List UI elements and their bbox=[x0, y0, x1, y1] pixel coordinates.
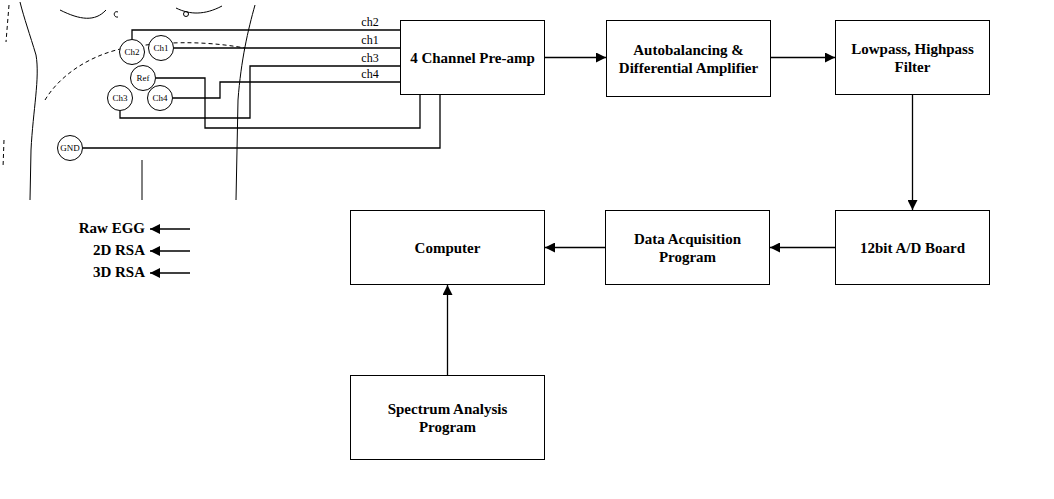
amplifier-box: 4 Channel Pre-amp bbox=[400, 20, 545, 95]
node-label: Ch4 bbox=[152, 94, 167, 103]
node-label: Autobalancing & Differential Amplifier bbox=[615, 41, 762, 77]
computer-box: Computer bbox=[350, 210, 545, 285]
output-label: 2D RSA bbox=[93, 243, 145, 258]
output-arrow bbox=[150, 272, 190, 273]
node-label: Spectrum Analysis Program bbox=[359, 400, 536, 436]
node-label: 12bit A/D Board bbox=[860, 239, 965, 257]
node-label: Computer bbox=[415, 239, 481, 257]
output-arrow bbox=[150, 228, 190, 229]
body-outline bbox=[20, 2, 37, 200]
channel-label: ch1 bbox=[360, 34, 379, 46]
node-label: Ref bbox=[137, 74, 150, 83]
connector-arrow bbox=[770, 247, 835, 248]
edge-mark bbox=[6, 5, 9, 42]
body-midline bbox=[142, 160, 143, 200]
body-outline bbox=[236, 5, 255, 200]
signal-wire bbox=[120, 66, 400, 118]
node-label: Ch1 bbox=[153, 44, 168, 53]
electrode: Ch3 bbox=[107, 85, 133, 111]
rib-cage-outline bbox=[45, 43, 245, 100]
node-label: Ch2 bbox=[124, 48, 139, 57]
neck-line bbox=[176, 6, 222, 13]
clavicle-mark bbox=[184, 12, 189, 17]
channel-label: ch4 bbox=[360, 68, 379, 80]
electrode: Ch1 bbox=[148, 35, 174, 61]
channel-label: ch2 bbox=[360, 16, 379, 28]
node-label: 4 Channel Pre-amp bbox=[410, 49, 535, 67]
output-label: Raw EGG bbox=[79, 221, 145, 236]
node-label: Lowpass, Highpass Filter bbox=[844, 40, 981, 76]
filter-box: Lowpass, Highpass Filter bbox=[835, 20, 990, 95]
node-label: Ch3 bbox=[112, 94, 127, 103]
signal-wire bbox=[174, 47, 400, 48]
edge-mark bbox=[3, 140, 4, 168]
connector-arrow bbox=[545, 57, 606, 58]
program-box: Spectrum Analysis Program bbox=[350, 375, 545, 460]
clavicle-mark bbox=[114, 12, 118, 17]
node-label: GND bbox=[60, 144, 80, 153]
connector-arrow bbox=[156, 78, 420, 128]
channel-label: ch3 bbox=[360, 52, 379, 64]
output-arrow bbox=[150, 250, 190, 251]
program-box: Data Acquisition Program bbox=[605, 210, 770, 285]
signal-wire bbox=[173, 82, 400, 98]
ground-electrode: GND bbox=[57, 135, 83, 161]
connector-arrow bbox=[83, 95, 440, 148]
node-label: Data Acquisition Program bbox=[614, 230, 761, 266]
neck-line bbox=[60, 10, 106, 18]
electrode: Ch4 bbox=[147, 85, 173, 111]
connector-arrow bbox=[912, 95, 913, 210]
connector-arrow bbox=[447, 285, 448, 375]
output-label: 3D RSA bbox=[93, 265, 145, 280]
electrode: Ch2 bbox=[119, 39, 145, 65]
connector-arrow bbox=[771, 57, 835, 58]
amplifier-box: Autobalancing & Differential Amplifier bbox=[606, 20, 771, 97]
converter-box: 12bit A/D Board bbox=[835, 210, 990, 285]
connector-arrow bbox=[545, 247, 605, 248]
